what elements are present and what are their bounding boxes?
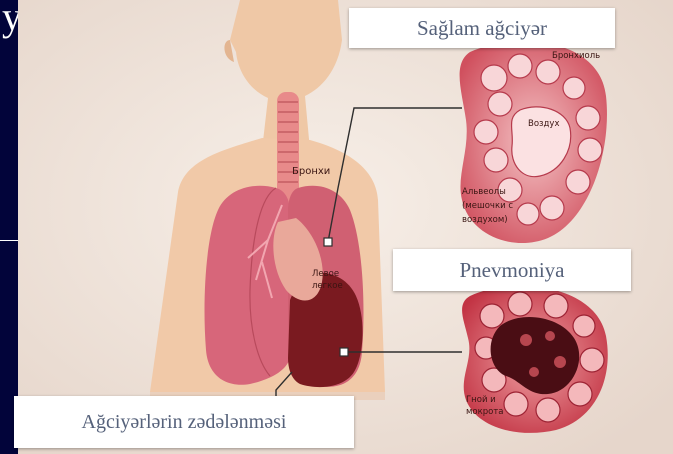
- lung-damage-caption: Ağciyərlərin zədələnməsi: [14, 396, 354, 448]
- alveoli-label-3: воздухом): [462, 215, 508, 225]
- alveoli-label-2: (мешочки с: [462, 201, 513, 211]
- pus-label-2: мокрота: [466, 407, 504, 417]
- alveoli-label-1: Альвеолы: [462, 187, 506, 197]
- bronchiole-label: Бронхиоль: [552, 51, 600, 61]
- pneumonia-caption: Pnevmoniya: [393, 249, 631, 291]
- healthy-lung-caption: Sağlam ağciyər: [349, 8, 615, 48]
- left-lung-label-1: Левое: [312, 269, 339, 279]
- bronchi-label: Бронхи: [292, 166, 330, 177]
- air-label: Воздух: [528, 119, 560, 129]
- pus-label-1: Гной и: [466, 395, 496, 405]
- left-lung-label-2: легкое: [312, 281, 343, 291]
